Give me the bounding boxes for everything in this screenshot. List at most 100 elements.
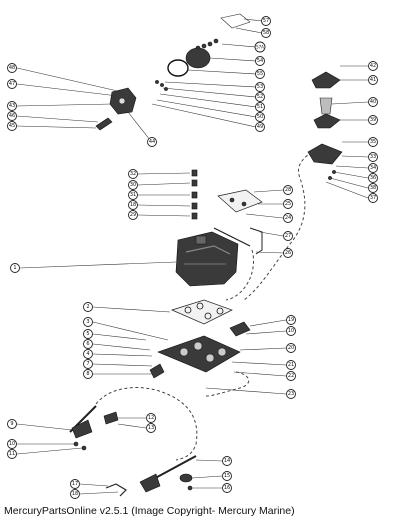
- svg-text:18: 18: [72, 491, 78, 497]
- top-plate-part: [217, 189, 263, 213]
- callout-40: 40: [368, 97, 378, 107]
- carburetor-main-body: [175, 231, 239, 287]
- callout-42: 42: [368, 61, 378, 71]
- carburetor-body-group: [19, 169, 284, 301]
- callout-57a: 57A: [254, 41, 266, 53]
- callout-39: 39: [368, 115, 378, 125]
- svg-text:45: 45: [9, 123, 15, 129]
- svg-text:52: 52: [257, 94, 263, 100]
- svg-text:27: 27: [285, 233, 291, 239]
- callout-17: 17: [70, 479, 80, 489]
- svg-text:10: 10: [288, 328, 294, 334]
- svg-text:11: 11: [9, 451, 15, 457]
- callout-7: 7: [83, 359, 93, 369]
- gasket-part: [171, 299, 233, 325]
- svg-text:54: 54: [257, 58, 263, 64]
- callout-6: 6: [83, 339, 93, 349]
- svg-text:15: 15: [224, 473, 230, 479]
- svg-text:57: 57: [263, 18, 269, 24]
- callout-22: 22: [286, 371, 296, 381]
- callout-37: 37: [368, 193, 378, 203]
- clip-part: [220, 13, 251, 29]
- svg-text:31: 31: [130, 192, 136, 198]
- callout-3: 3: [83, 317, 93, 327]
- pump-assembly-group: [243, 65, 369, 301]
- callout-18: 18: [128, 200, 138, 210]
- svg-text:37: 37: [370, 195, 376, 201]
- callout-25: 25: [283, 199, 293, 209]
- svg-text:55: 55: [257, 71, 263, 77]
- shaft-dashed-loop: [95, 387, 198, 461]
- callout-38: 38: [368, 183, 378, 193]
- secondary-shaft-group: [79, 455, 223, 497]
- callout-18-lower: 18: [70, 489, 80, 499]
- svg-text:10: 10: [9, 441, 15, 447]
- leader-57: [243, 18, 263, 22]
- svg-text:8: 8: [86, 371, 89, 377]
- pump-hose-dashed: [243, 151, 313, 301]
- callout-35: 35: [368, 137, 378, 147]
- callout-50: 50: [255, 112, 265, 122]
- svg-text:57A: 57A: [256, 45, 264, 50]
- svg-text:49: 49: [257, 124, 263, 130]
- callout-32: 32: [128, 169, 138, 179]
- svg-text:17: 17: [72, 481, 78, 487]
- callout-14: 14: [222, 456, 232, 466]
- callout-47: 47: [7, 79, 17, 89]
- callout-55: 55: [255, 69, 265, 79]
- choke-assembly-group: [16, 13, 263, 141]
- svg-text:38: 38: [370, 185, 376, 191]
- callout-10: 10: [286, 326, 296, 336]
- svg-text:20: 20: [288, 345, 294, 351]
- callout-30: 30: [128, 180, 138, 190]
- callout-53: 53: [255, 82, 265, 92]
- svg-text:21: 21: [288, 362, 294, 368]
- callout-58: 58: [261, 28, 271, 38]
- pump-spring-part: [319, 97, 333, 115]
- callout-23: 23: [286, 389, 296, 399]
- callout-41: 41: [368, 75, 378, 85]
- svg-text:46: 46: [9, 113, 15, 119]
- svg-text:33: 33: [370, 154, 376, 160]
- callout-5: 5: [83, 329, 93, 339]
- callout-34: 34: [368, 163, 378, 173]
- callout-2: 2: [83, 302, 93, 312]
- svg-text:30: 30: [130, 182, 136, 188]
- callout-12: 12: [146, 413, 156, 423]
- svg-text:39: 39: [370, 117, 376, 123]
- svg-text:53: 53: [257, 84, 263, 90]
- callout-48: 48: [7, 63, 17, 73]
- copyright-footer: MercuryPartsOnline v2.5.1 (Image Copyrig…: [4, 505, 295, 517]
- callout-44: 44: [147, 137, 157, 147]
- svg-text:4: 4: [86, 351, 89, 357]
- svg-text:24: 24: [285, 215, 291, 221]
- throttle-body-group: [92, 299, 287, 397]
- svg-text:29: 29: [130, 212, 136, 218]
- piston-part: [95, 117, 113, 131]
- callout-21: 21: [286, 360, 296, 370]
- callout-43: 43: [7, 101, 17, 111]
- callout-36: 36: [368, 173, 378, 183]
- throttle-shaft-group: [16, 387, 198, 461]
- svg-text:42: 42: [370, 63, 376, 69]
- leader-44: [127, 111, 151, 141]
- svg-text:40: 40: [370, 99, 376, 105]
- svg-text:9: 9: [10, 421, 13, 427]
- svg-text:32: 32: [130, 171, 136, 177]
- callout-24: 24: [283, 213, 293, 223]
- callout-26: 26: [283, 248, 293, 258]
- svg-text:3: 3: [86, 319, 89, 325]
- linkage-dashed: [205, 371, 250, 397]
- svg-text:41: 41: [370, 77, 376, 83]
- svg-text:13: 13: [148, 425, 154, 431]
- svg-text:48: 48: [9, 65, 15, 71]
- svg-text:19: 19: [288, 317, 294, 323]
- svg-text:44: 44: [149, 139, 155, 145]
- svg-text:34: 34: [370, 165, 376, 171]
- pump-cover-part: [311, 71, 341, 89]
- callout-57: 57: [261, 16, 271, 26]
- callout-9: 9: [7, 419, 17, 429]
- callout-33: 33: [368, 152, 378, 162]
- svg-text:6: 6: [86, 341, 89, 347]
- svg-text:18: 18: [130, 202, 136, 208]
